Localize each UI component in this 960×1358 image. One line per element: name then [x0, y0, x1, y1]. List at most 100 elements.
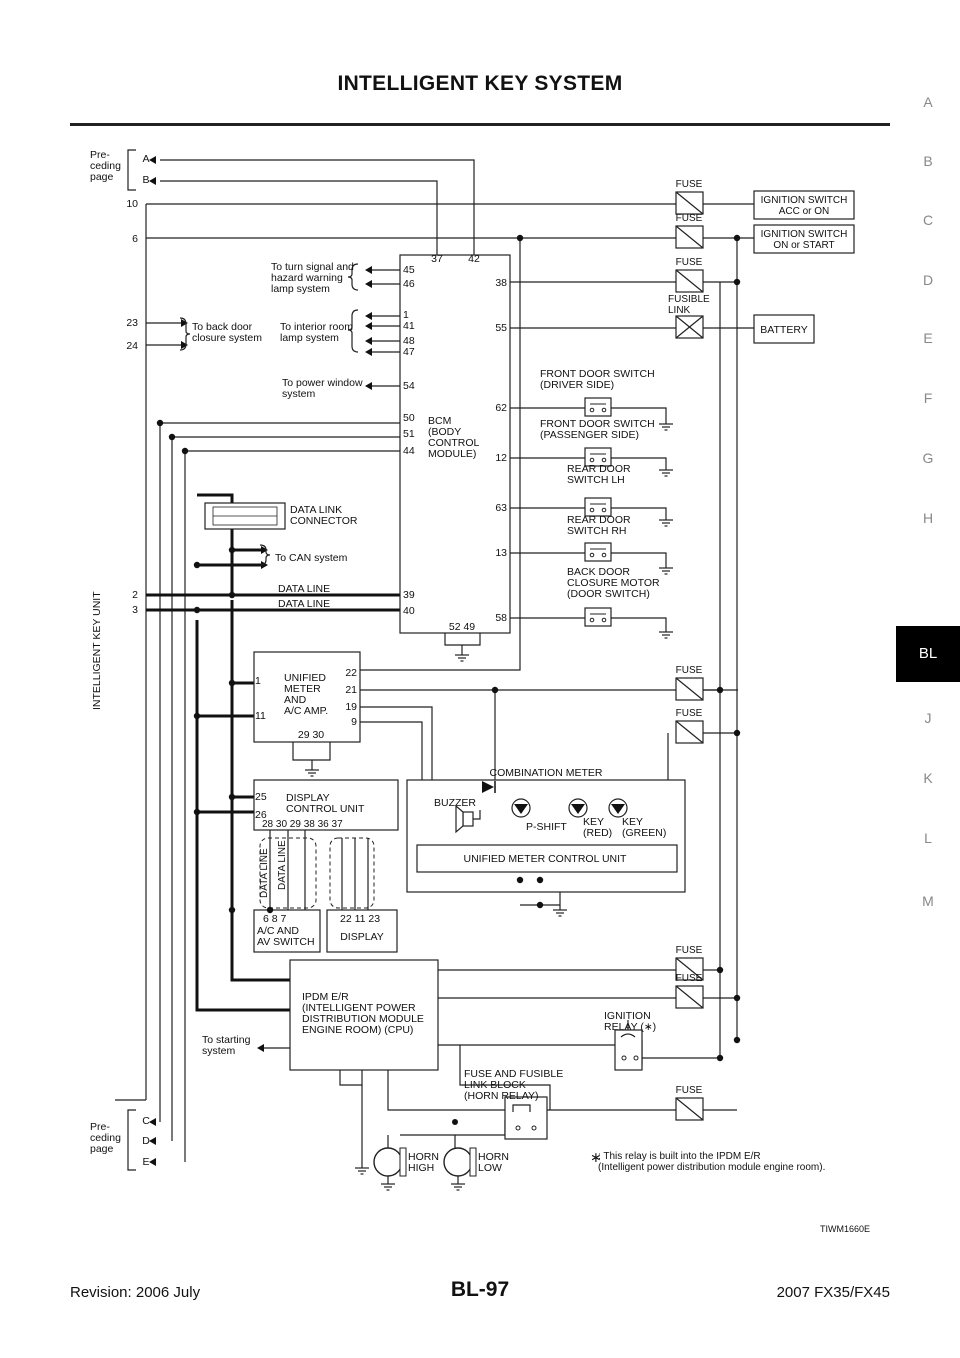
um-right-pin-9: 9 — [351, 716, 357, 728]
bcm-bottom-pins: 52 49 — [449, 621, 475, 633]
diagram-labels: FUSEFUSEFUSEFUSEFUSEFUSEFUSEFUSEPre-cedi… — [90, 149, 870, 1234]
tab-c[interactable]: C — [922, 212, 934, 228]
bcm-left-pin-48: 48 — [403, 335, 415, 347]
data-line-vertical-1: DATA LINE — [259, 848, 270, 898]
tab-bl[interactable]: BL — [896, 626, 960, 682]
display-pins: 22 11 23 — [340, 913, 380, 925]
bcm-right-pin-58: 58 — [495, 612, 507, 624]
door-switch-icon — [584, 397, 612, 417]
iku-pin-10: 10 — [126, 198, 138, 210]
dcu-pin-26: 26 — [255, 809, 267, 821]
junction-dots — [156, 234, 741, 1062]
bcm-right-pin-38: 38 — [495, 277, 507, 289]
bcm-left-pin-50: 50 — [403, 412, 415, 424]
bcm-right-pin-63: 63 — [495, 502, 507, 514]
bcm-left-pin-41: 41 — [403, 320, 415, 332]
tab-m[interactable]: M — [922, 893, 934, 909]
bcm-left-pin-54: 54 — [403, 380, 415, 392]
bcm-box — [399, 254, 511, 634]
ac-av-switch-box — [253, 909, 321, 953]
tab-l[interactable]: L — [924, 830, 932, 846]
tab-e[interactable]: E — [923, 330, 933, 346]
tab-f[interactable]: F — [923, 390, 933, 406]
fuses — [675, 191, 704, 1121]
bcm-pin-42: 42 — [468, 253, 480, 265]
tab-k[interactable]: K — [923, 770, 933, 786]
bcm-left-pin-51: 51 — [403, 428, 415, 440]
page-title: INTELLIGENT KEY SYSTEM — [337, 72, 623, 95]
bcm-right-pin-12: 12 — [495, 452, 507, 464]
p-shift-label: P-SHIFT — [526, 821, 567, 833]
shield-right — [329, 837, 375, 909]
connector-a: A — [142, 153, 149, 165]
door-switch-icon — [584, 607, 612, 627]
buzzer-icon — [462, 811, 474, 827]
iku-pin-24: 24 — [126, 340, 138, 352]
horn-relay-box — [504, 1096, 548, 1140]
iku-pin-3: 3 — [132, 604, 138, 616]
component-boxes — [127, 149, 855, 1171]
unified-meter-control-label: UNIFIED METER CONTROL UNIT — [464, 853, 628, 865]
bcm-left-pin-45: 45 — [403, 264, 415, 276]
model-text: 2007 FX35/FX45 — [776, 1284, 890, 1301]
um-bottom-pins: 29 30 — [298, 729, 324, 741]
display-label: DISPLAY — [340, 931, 384, 943]
horns — [373, 1033, 639, 1184]
revision-text: Revision: 2006 July — [70, 1284, 201, 1301]
tab-d[interactable]: D — [922, 272, 934, 288]
horn-high-icon — [373, 1147, 403, 1177]
ignition-relay-box — [614, 1029, 643, 1071]
tab-h[interactable]: H — [922, 510, 934, 526]
title-divider — [70, 123, 890, 126]
switch-label-2: FRONT DOOR SWITCH(PASSENGER SIDE) — [540, 418, 655, 441]
iku-pin-23: 23 — [126, 317, 138, 329]
page-number: BL-97 — [450, 1278, 510, 1301]
data-line-label-1: DATA LINE — [278, 583, 330, 595]
unified-meter-control-box — [416, 844, 678, 873]
bcm-pin-37: 37 — [431, 253, 443, 265]
data-line-wires — [146, 493, 400, 1012]
um-right-pin-21: 21 — [345, 684, 357, 696]
wire-network — [115, 159, 755, 1168]
relay-note: : This relay is built into the IPDM E/R(… — [598, 1151, 825, 1173]
fuse-label: FUSE — [676, 973, 703, 984]
um-pin-11: 11 — [255, 710, 266, 722]
um-pin-1: 1 — [255, 675, 261, 687]
ignition-acc-box — [753, 190, 855, 220]
ignition-on-box — [753, 224, 855, 254]
fuse-label: FUSE — [676, 945, 703, 956]
iku-pin-6: 6 — [132, 233, 138, 245]
um-right-pin-19: 19 — [345, 701, 357, 713]
diagram-ref-code: TIWM1660E — [820, 1224, 870, 1234]
fuse-label: FUSE — [676, 665, 703, 676]
bcm-left-pin-39: 39 — [403, 589, 415, 601]
display-box — [326, 909, 398, 953]
bcm-left-pin-40: 40 — [403, 605, 415, 617]
intelligent-key-unit-label: INTELLIGENT KEY UNIT — [91, 591, 103, 710]
bcm-right-pin-13: 13 — [495, 547, 507, 559]
tab-j[interactable]: J — [924, 710, 932, 726]
tab-g[interactable]: G — [922, 450, 934, 466]
tab-a[interactable]: A — [923, 94, 933, 110]
ipdm-box — [289, 959, 439, 1071]
horn-low-icon — [443, 1147, 473, 1177]
battery-box — [753, 314, 815, 344]
tab-b[interactable]: B — [923, 153, 933, 169]
